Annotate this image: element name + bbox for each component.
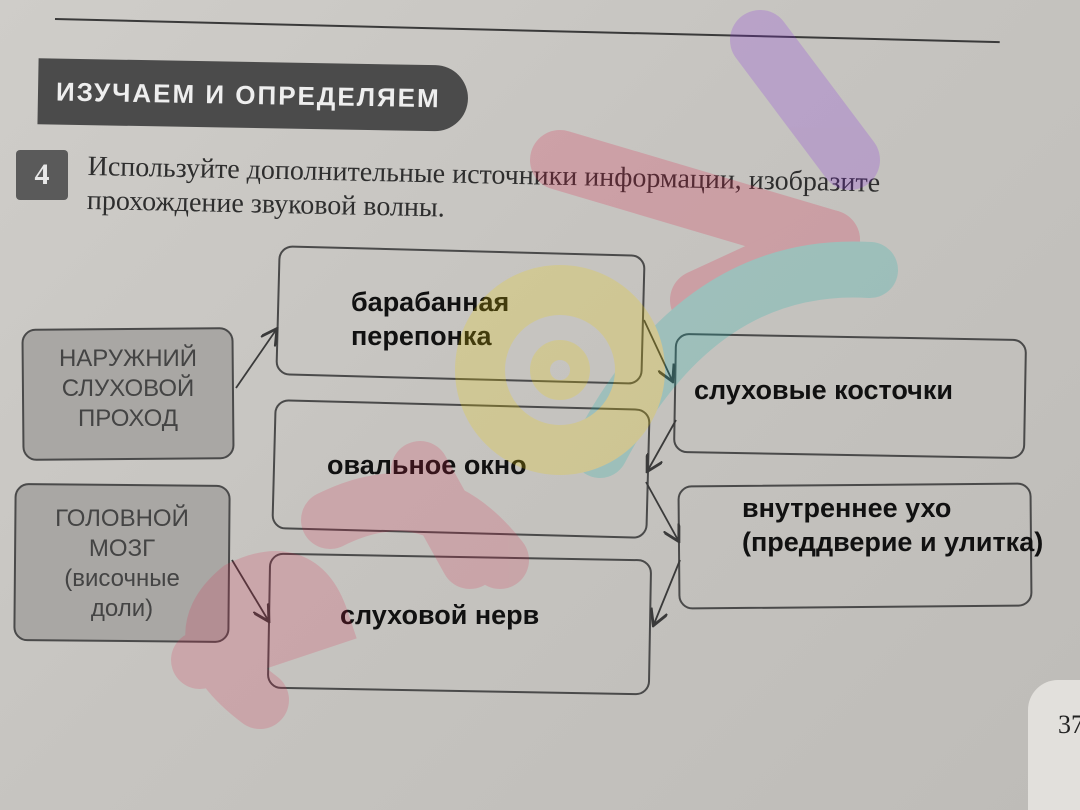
auditory-nerve-answer: слуховой нерв (340, 600, 540, 630)
brain-label: ГОЛОВНОЙ МОЗГ (височные доли) (22, 504, 222, 624)
task-number-badge: 4 (16, 150, 68, 200)
page-number: 37 (1028, 680, 1080, 810)
arrow-ossicles-to-oval-window (648, 419, 677, 470)
outer-ear-line-3: ПРОХОД (78, 405, 178, 432)
eardrum-line-1: барабанная (351, 287, 510, 317)
oval-window-answer: овальное окно (327, 450, 527, 480)
outer-ear-line-2: СЛУХОВОЙ (61, 375, 195, 402)
task-number: 4 (34, 158, 50, 191)
brain-line-1: ГОЛОВНОЙ (55, 505, 189, 532)
brain-line-3: (височные (64, 565, 180, 592)
arrow-brain-to-nerve (231, 559, 268, 620)
brain-line-2: МОЗГ (88, 535, 156, 562)
inner-ear-line-1: внутреннее ухо (742, 493, 952, 523)
outer-ear-line-1: НАРУЖНИЙ (58, 345, 198, 372)
arrow-eardrum-to-ossicles (643, 319, 672, 380)
page-number-text: 37 (1058, 710, 1080, 739)
eardrum-line-2: перепонка (351, 321, 492, 351)
outer-ear-label: НАРУЖНИЙ СЛУХОВОЙ ПРОХОД (30, 344, 226, 434)
brain-line-4: доли) (90, 595, 154, 622)
ossicles-answer: слуховые косточки (694, 375, 953, 405)
inner-ear-answer: внутреннее ухо (преддверие и улитка) (742, 491, 1043, 559)
arrow-outer-ear-to-eardrum (235, 330, 276, 389)
eardrum-answer: барабанная перепонка (351, 285, 509, 353)
inner-ear-line-2: (преддверие и улитка) (742, 527, 1044, 557)
arrow-inner-ear-to-nerve (654, 559, 681, 624)
arrow-oval-window-to-inner-ear (645, 481, 678, 540)
